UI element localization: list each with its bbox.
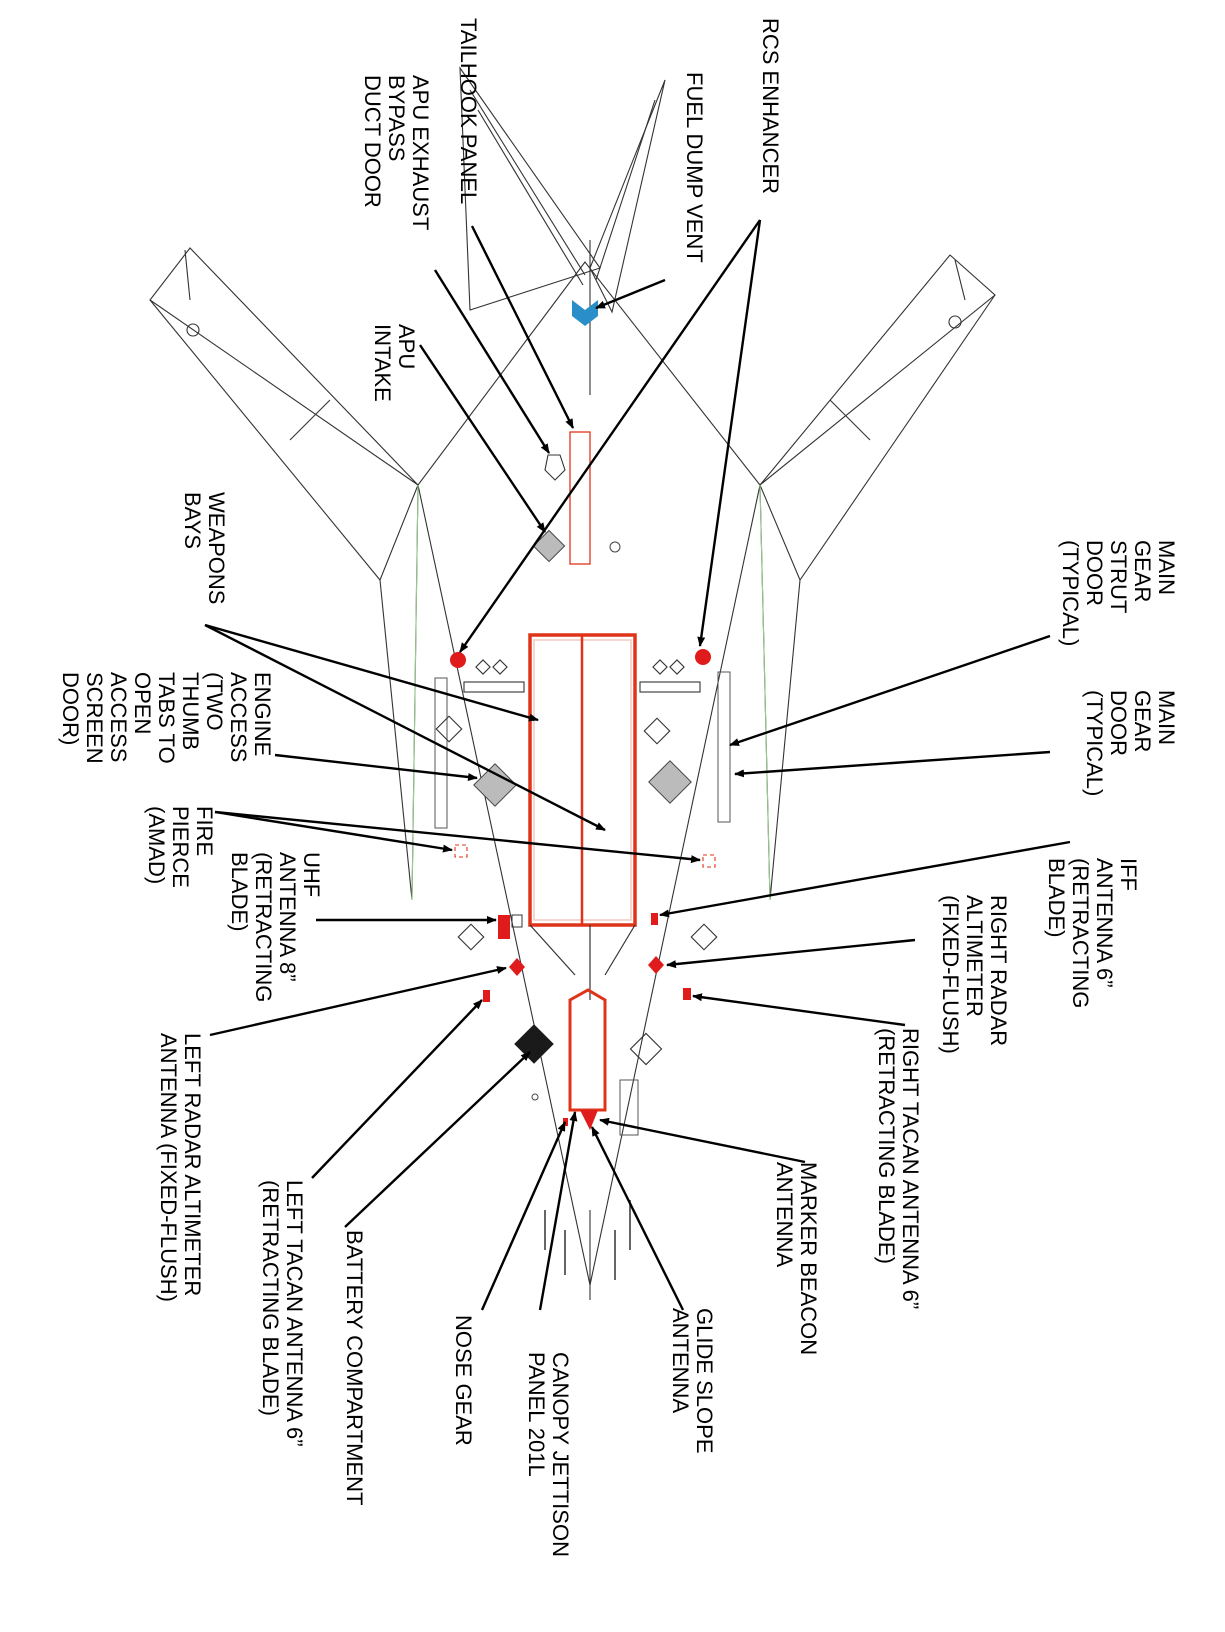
label-marker-beacon: MARKER BEACON ANTENNA: [772, 1162, 821, 1356]
label-left-radar-altimeter: LEFT RADAR ALTIMETER ANTENNA (FIXED-FLUS…: [156, 1033, 205, 1302]
label-iff-antenna: IFF ANTENNA 6” (RETRACTING BLADE): [1044, 858, 1141, 1009]
left-tacan-marker: [483, 990, 490, 1002]
label-fire-pierce: FIRE PIERCE (AMAD): [144, 806, 217, 888]
label-glide-slope: GLIDE SLOPE ANTENNA: [668, 1308, 717, 1454]
right-gear-door: [717, 671, 731, 823]
right-wing: [759, 254, 996, 901]
label-battery-compartment: BATTERY COMPARTMENT: [342, 1230, 367, 1506]
battery-compartment-panel: [514, 1024, 554, 1064]
label-rcs-enhancer: RCS ENHANCER: [758, 18, 783, 195]
right-gear-panel: [643, 717, 671, 745]
apu-intake-grill: [532, 529, 566, 563]
left-small-panel-b: [492, 659, 508, 675]
right-small-panel-b: [669, 659, 685, 675]
label-nose-gear: NOSE GEAR: [451, 1315, 476, 1446]
label-apu-intake: APU INTAKE: [370, 324, 419, 402]
label-right-radar-altimeter: RIGHT RADAR ALTIMETER (FIXED-FLUSH): [938, 895, 1011, 1054]
fuselage-outline: [417, 240, 761, 1300]
left-rcs-enhancer: [450, 652, 466, 668]
right-rcs-enhancer: [695, 649, 711, 665]
left-gear-strut-door: [463, 681, 525, 693]
left-engine-access-screen: [473, 763, 517, 807]
leader-lines: [204, 219, 1071, 1311]
label-main-gear-strut-door: MAIN GEAR STRUT DOOR (TYPICAL): [1058, 540, 1179, 647]
weapons-bay-frame: [528, 633, 637, 1000]
label-engine-access: ENGINE ACCESS (TWO THUMB TABS TO OPEN AC…: [58, 672, 275, 764]
right-tacan-marker: [683, 988, 691, 1000]
tailhook-panel-outline: [569, 431, 591, 565]
right-fire-pierce: [702, 854, 716, 868]
right-lower-panel: [690, 923, 718, 951]
right-gear-strut-door: [639, 681, 701, 693]
apu-port: [609, 541, 621, 553]
left-radar-altimeter-marker: [509, 958, 525, 976]
label-fuel-dump-vent: FUEL DUMP VENT: [682, 72, 707, 263]
nose-port: [531, 1093, 539, 1101]
left-lower-panel: [457, 923, 485, 951]
nose-access-panel: [629, 1032, 663, 1066]
fuel-dump-vent-marker: [572, 300, 598, 326]
label-tailhook-panel: TAILHOOK PANEL: [456, 18, 481, 205]
apu-exhaust-door: [544, 454, 566, 481]
right-small-panel-a: [652, 659, 668, 675]
label-left-tacan: LEFT TACAN ANTENNA 6” (RETRACTING BLADE): [258, 1180, 307, 1447]
left-gear-panel: [435, 715, 463, 743]
label-right-tacan: RIGHT TACAN ANTENNA 6” (RETRACTING BLADE…: [874, 1028, 923, 1310]
right-engine-access-screen: [648, 760, 692, 804]
left-gear-door: [434, 677, 448, 829]
nose-gear-marker: [563, 1118, 568, 1126]
label-weapons-bays: WEAPONS BAYS: [180, 492, 229, 605]
label-canopy-jettison: CANOPY JETTISON PANEL 201L: [524, 1352, 573, 1557]
label-main-gear-door: MAIN GEAR DOOR (TYPICAL): [1082, 690, 1179, 797]
uhf-antenna-marker: [498, 915, 510, 939]
label-apu-exhaust: APU EXHAUST BYPASS DUCT DOOR: [360, 75, 433, 231]
right-radar-altimeter-marker: [648, 956, 664, 974]
left-fire-pierce: [454, 844, 468, 858]
cockpit-canopy-frame: [568, 988, 639, 1136]
marker-beacon-glide-slope-marker: [580, 1110, 598, 1130]
iff-antenna-marker: [651, 913, 658, 925]
left-small-panel-a: [475, 659, 491, 675]
tail-fins: [459, 66, 666, 314]
uhf-antenna-adjacent-box: [511, 914, 523, 928]
label-uhf-antenna: UHF ANTENNA 8” (RETRACTING BLADE): [227, 852, 324, 1003]
